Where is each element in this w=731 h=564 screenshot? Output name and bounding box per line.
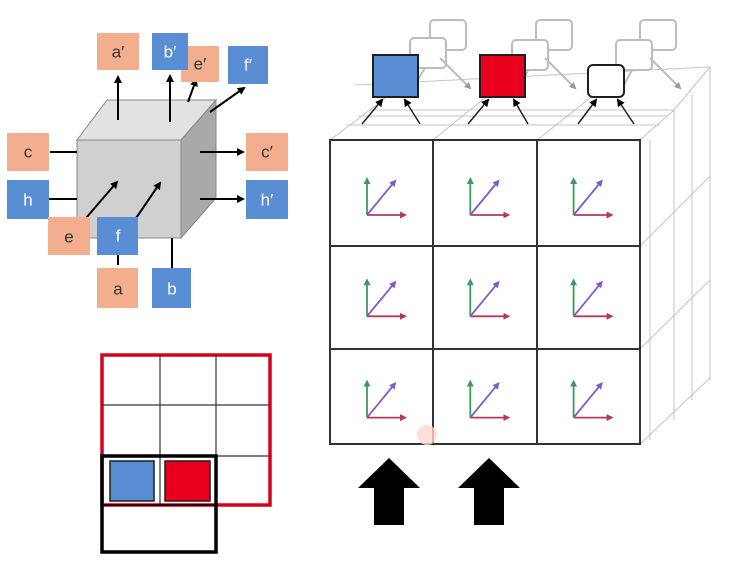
arrow-f-prime [209,86,246,113]
up-arrow-icon [358,458,420,525]
axis-line [366,382,397,419]
label-c: c [24,143,33,162]
label-e-prime: e′ [194,55,207,74]
label-f-prime: f′ [244,56,252,75]
up-arrow-icon [458,458,520,525]
output-arrow [616,98,635,125]
output-box-red [479,54,526,98]
minimap [100,353,272,554]
cell-diagram: a′ e′ b′ f′ c h c′ h′ e f a b [7,33,288,308]
axis-line [366,280,397,317]
label-f: f [116,227,121,246]
label-h: h [23,191,32,210]
label-box-c-prime [246,133,288,171]
axis-line [366,179,397,216]
label-b-prime: b′ [164,43,177,62]
label-box-f-prime [228,46,268,84]
axis-line [469,280,500,317]
axes-icon [466,177,511,219]
axis-line [469,382,500,419]
axes-icon [466,278,511,320]
cursor-glow [417,425,437,445]
label-box-h [7,180,49,219]
output-box-blue [372,54,419,98]
label-a-prime: a′ [112,43,125,62]
axis-line [572,382,603,419]
axis-line [572,179,603,216]
label-box-c [7,133,49,171]
output-arrow [403,98,421,125]
output-box-white [587,64,625,98]
label-b: b [167,280,176,299]
minimap-red-cell [164,460,211,502]
axes-icon [466,379,511,422]
axes-icon [363,278,407,320]
label-box-a-prime [97,33,139,70]
label-box-f [97,217,138,255]
arrow-e-prime [187,78,198,103]
axes-icon [570,177,614,219]
arrow-e-in [85,180,119,219]
axes-icon [570,379,614,422]
label-h-prime: h′ [261,191,274,210]
label-box-a [97,268,138,308]
label-a: a [113,280,123,299]
label-box-h-prime [246,180,288,219]
axes-icons [363,177,614,422]
axes-icon [570,278,614,320]
axes-icon [363,177,407,219]
lattice-back-lines [329,66,711,445]
output-arrow [361,98,384,125]
axes-icon [363,379,407,422]
label-e: e [64,228,73,247]
ghost-outputs [408,19,682,94]
minimap-blue-cell [109,460,155,502]
output-arrow [467,98,490,125]
axis-line [572,280,603,317]
minimap-viewport [100,454,218,554]
lattice-front-face [329,139,641,445]
ghost-box [615,39,653,71]
label-box-b-prime [152,33,188,70]
label-box-b [152,268,191,308]
output-arrow [577,98,598,125]
output-arrow [512,98,529,125]
label-c-prime: c′ [261,143,273,162]
lattice [329,19,711,525]
axis-line [469,179,500,216]
label-box-e [48,217,90,255]
